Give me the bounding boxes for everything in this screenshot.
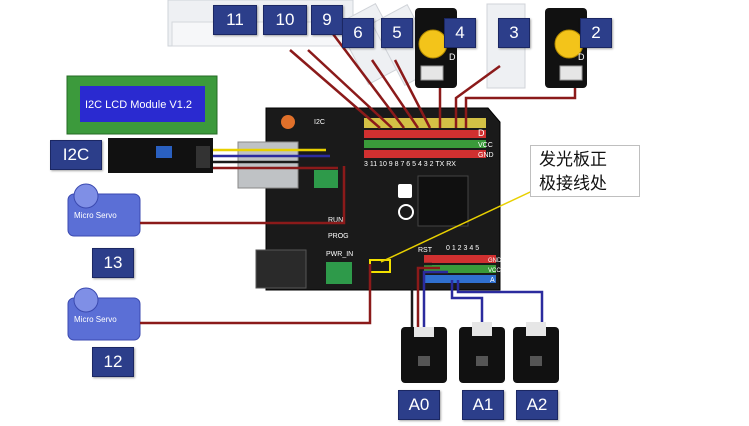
tag-4: 4	[444, 18, 476, 48]
board-gnd2-label: GND	[488, 258, 502, 264]
servo-12: Micro Servo	[67, 287, 141, 341]
arduino-board: D VCC GND 3 11 10 9 8 7 6 5 4 3 2 TX RX …	[237, 107, 502, 291]
callout-line-2: 极接线处	[539, 174, 607, 194]
tag-a1: A1	[462, 390, 504, 420]
servo-12-label: Micro Servo	[74, 315, 117, 324]
board-run-label: RUN	[328, 217, 343, 224]
tag-3: 3	[498, 18, 530, 48]
gear-logo-icon	[398, 204, 414, 220]
analog-module-a0	[401, 327, 447, 383]
svg-text:D: D	[449, 52, 456, 62]
tag-12: 12	[92, 347, 134, 377]
servo-13: Micro Servo	[67, 183, 141, 237]
lcd-text: I2C LCD Module V1.2	[85, 99, 192, 111]
tag-6: 6	[342, 18, 374, 48]
push-button-module-2: D	[545, 8, 587, 88]
callout-line-1: 发光板正	[539, 150, 607, 170]
board-pin-numbers: 3 11 10 9 8 7 6 5 4 3 2 TX RX	[364, 161, 456, 168]
board-gnd-label: GND	[478, 152, 494, 159]
board-analog-pin-numbers: 0 1 2 3 4 5	[446, 245, 479, 252]
board-d-label: D	[478, 128, 485, 138]
board-rst-label: RST	[418, 247, 433, 254]
tag-10: 10	[263, 5, 307, 35]
servo-13-label: Micro Servo	[74, 211, 117, 220]
analog-module-a1	[459, 322, 505, 383]
callout-box: 发光板正 极接线处	[530, 145, 640, 197]
tag-2: 2	[580, 18, 612, 48]
tag-a0: A0	[398, 390, 440, 420]
dfrobot-logo-icon	[398, 184, 412, 198]
tag-13: 13	[92, 248, 134, 278]
lcd-module: I2C LCD Module V1.2	[66, 75, 218, 135]
tag-5: 5	[381, 18, 413, 48]
board-prog-label: PROG	[328, 233, 349, 240]
tag-11: 11	[213, 5, 257, 35]
board-vcc-label: VCC	[478, 142, 493, 149]
tag-i2c: I2C	[50, 140, 102, 170]
tag-a2: A2	[516, 390, 558, 420]
svg-text:D: D	[578, 52, 585, 62]
board-a-label: A	[490, 277, 495, 284]
board-i2c-label: I2C	[314, 119, 325, 126]
tag-9: 9	[311, 5, 343, 35]
board-vcc2-label: VCC	[488, 268, 501, 274]
board-pwr-label: PWR_IN	[326, 251, 353, 258]
i2c-adapter-board	[108, 138, 213, 173]
analog-module-a2	[513, 322, 559, 383]
